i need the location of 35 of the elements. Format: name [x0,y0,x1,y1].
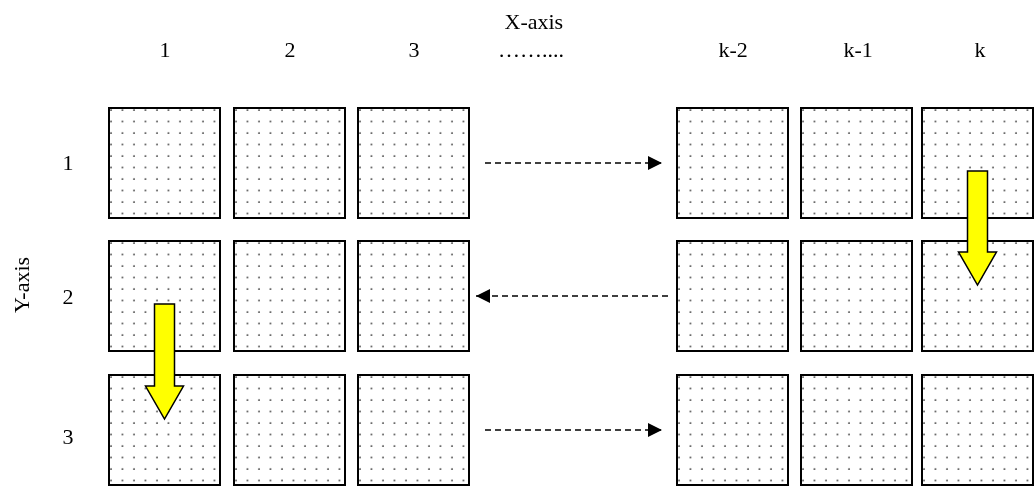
dotted-square [800,240,913,352]
dotted-square [800,107,913,219]
column-number: 2 [284,39,296,61]
row-number: 1 [62,152,74,174]
ellipsis: …….... [498,39,564,61]
row-number: 3 [62,426,74,448]
block-arrow [144,303,185,421]
dotted-square [676,374,789,486]
column-number: k-2 [718,39,748,61]
dashed-arrow [484,423,663,437]
dotted-square [921,374,1034,486]
column-number: k [974,39,986,61]
dotted-square [357,374,470,486]
dotted-square [676,107,789,219]
axis-title: X-axis [504,11,564,33]
column-number: k-1 [843,39,873,61]
dashed-arrow [475,289,669,303]
dotted-square [676,240,789,352]
dashed-arrow [484,156,663,170]
dotted-square [357,240,470,352]
row-number: 2 [62,286,74,308]
dotted-square [233,107,346,219]
dotted-square [108,240,221,352]
dotted-square [921,240,1034,352]
dotted-square [108,107,221,219]
column-number: 3 [408,39,420,61]
dotted-square [357,107,470,219]
axis-title: Y-axis [11,256,34,314]
dotted-square [233,374,346,486]
block-arrow [957,170,998,287]
dotted-square [108,374,221,486]
dotted-square [800,374,913,486]
dotted-square [921,107,1034,219]
dotted-square [233,240,346,352]
column-number: 1 [159,39,171,61]
